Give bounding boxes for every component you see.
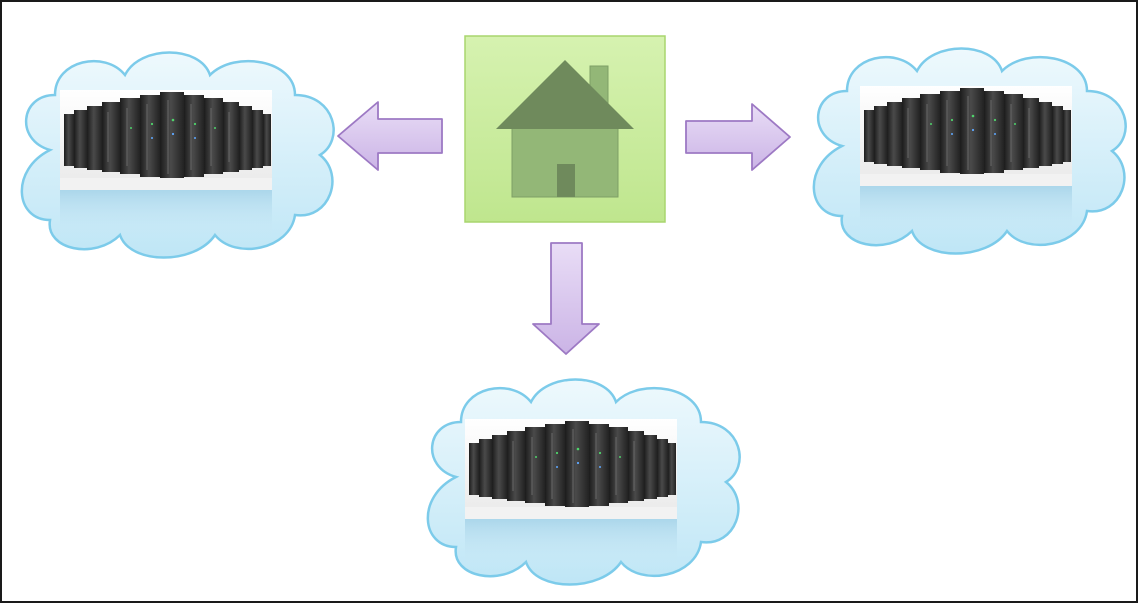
home-node: [464, 35, 666, 223]
server-rack-icon: [59, 89, 273, 238]
arrow-right: [685, 103, 791, 171]
arrow-down: [532, 242, 600, 355]
cloud-bottom: [426, 378, 741, 586]
server-rack-icon: [464, 418, 678, 567]
cloud-left: [20, 51, 335, 259]
house-icon: [496, 60, 634, 198]
arrow-left: [337, 101, 443, 171]
cloud-right: [812, 47, 1127, 255]
server-rack-icon: [859, 85, 1073, 234]
